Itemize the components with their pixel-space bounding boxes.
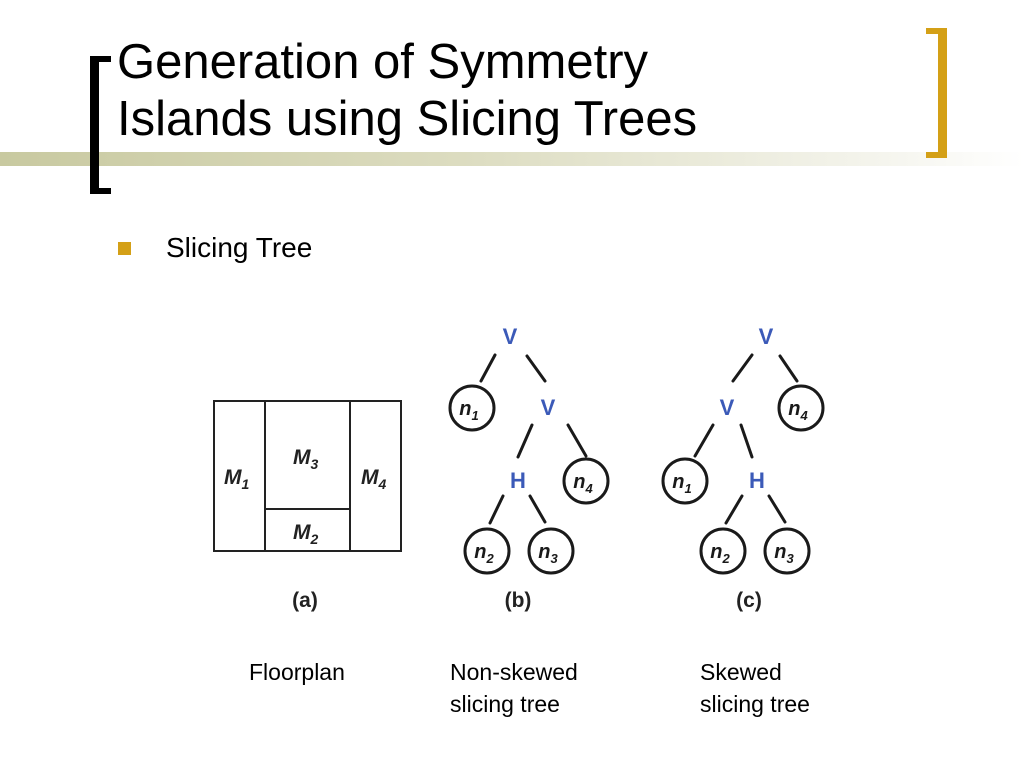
leaf-node-circle <box>562 457 610 505</box>
tree-b-edges <box>479 353 588 525</box>
tree-b-inner-op: V <box>541 395 556 420</box>
tree-c-leaf-n2: n2 <box>710 541 730 566</box>
caption-line: Floorplan <box>249 659 345 685</box>
caption-floorplan: Floorplan <box>249 656 345 688</box>
leaf-node-circle <box>527 527 575 575</box>
tree-edge <box>767 494 787 524</box>
module-label-m1: M1 <box>224 466 250 492</box>
tree-c-leaf-n1: n1 <box>672 471 691 496</box>
leaf-node-circle <box>661 457 709 505</box>
floorplan-labels: M1 M3 M2 M4 <box>224 446 387 547</box>
tree-edge <box>479 353 497 383</box>
tree-b-labels: V V H n1 n4 n2 n3 <box>459 324 593 566</box>
caption-skewed: Skewed slicing tree <box>700 656 810 720</box>
tree-b-h-op: H <box>510 468 526 493</box>
tree-edge <box>739 423 754 459</box>
square-bullet-icon <box>118 241 131 255</box>
tree-b-leaf-n4: n4 <box>573 471 593 496</box>
tree-b-leaf-circles <box>448 384 610 575</box>
tree-c-leaf-n4: n4 <box>788 398 808 423</box>
right-bracket-decoration <box>926 28 947 158</box>
caption-line: Skewed <box>700 659 782 685</box>
tree-edge <box>516 423 534 459</box>
floorplan-outline <box>213 400 402 552</box>
leaf-node-circle <box>463 527 511 575</box>
tree-c-root-op: V <box>759 324 774 349</box>
caption-line: slicing tree <box>450 691 560 717</box>
tree-edge <box>778 354 799 383</box>
bullet-item: Slicing Tree <box>118 232 312 264</box>
left-bracket-decoration <box>90 56 111 194</box>
caption-line: slicing tree <box>700 691 810 717</box>
tree-b-root-op: V <box>503 324 518 349</box>
slide-title-line-1: Generation of Symmetry <box>117 35 649 89</box>
tree-c-edges <box>693 353 799 525</box>
slide-title-line-2: Islands using Slicing Trees <box>117 92 698 146</box>
module-label-m3: M3 <box>293 446 319 472</box>
leaf-node-circle <box>699 527 747 575</box>
tree-c-labels: V V H n4 n1 n2 n3 <box>672 324 808 566</box>
tree-edge <box>525 354 547 383</box>
tree-b-leaf-n2: n2 <box>474 541 494 566</box>
leaf-node-circle <box>763 527 811 575</box>
tree-edge <box>566 423 588 458</box>
floorplan-diagram <box>213 400 402 552</box>
bullet-text: Slicing Tree <box>166 232 313 263</box>
panel-label-a: (a) <box>292 589 318 612</box>
title-underline-band <box>0 152 1024 166</box>
tree-edge <box>528 494 547 524</box>
tree-c-leaf-n3: n3 <box>774 541 794 566</box>
panel-labels: (a) (b) (c) <box>292 589 762 612</box>
tree-edge <box>488 494 505 525</box>
tree-edge <box>724 494 744 525</box>
tree-c-inner-op: V <box>720 395 735 420</box>
tree-b-leaf-n1: n1 <box>459 398 478 423</box>
panel-label-b: (b) <box>505 589 532 612</box>
module-label-m4: M4 <box>361 466 387 492</box>
tree-b-leaf-n3: n3 <box>538 541 558 566</box>
module-label-m2: M2 <box>293 521 319 547</box>
tree-edge <box>693 423 715 458</box>
leaf-node-circle <box>448 384 496 432</box>
leaf-node-circle <box>777 384 825 432</box>
tree-c-leaf-circles <box>661 384 825 575</box>
slide-title: Generation of Symmetry Islands using Sli… <box>117 34 917 148</box>
tree-edge <box>731 353 754 383</box>
tree-c-h-op: H <box>749 468 765 493</box>
caption-line: Non-skewed <box>450 659 578 685</box>
caption-non-skewed: Non-skewed slicing tree <box>450 656 578 720</box>
panel-label-c: (c) <box>736 589 762 612</box>
